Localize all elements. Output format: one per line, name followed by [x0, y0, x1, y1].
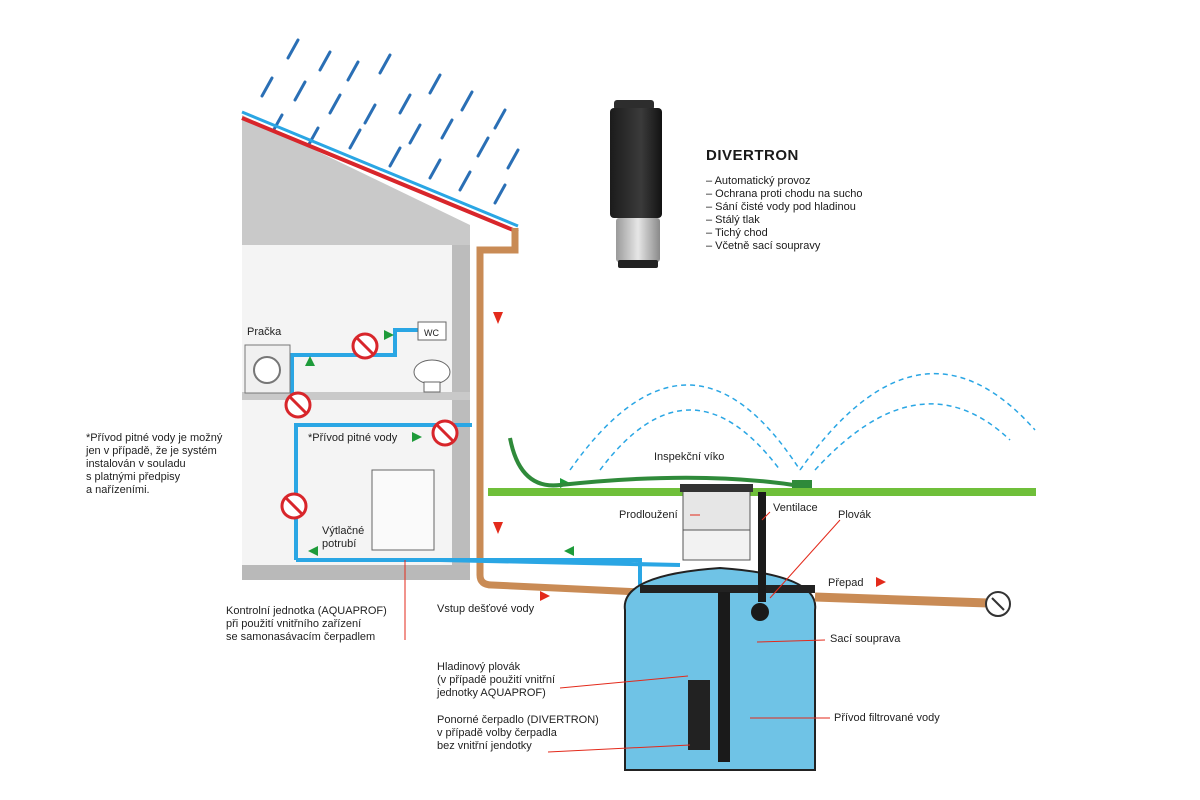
toilet: [413, 321, 451, 393]
label-wc: WC: [424, 328, 439, 338]
feature-item: – Sání čisté vody pod hladinou: [706, 201, 856, 213]
label-vytlacne: Výtlačné potrubí: [322, 525, 365, 550]
no-drinking-water-signs: [280, 332, 459, 520]
leader-lines: [404, 511, 841, 753]
product-features: – Automatický provoz – Ochrana proti cho…: [706, 175, 863, 253]
label-plovak: Plovák: [838, 509, 872, 521]
label-pracka: Pračka: [247, 326, 282, 338]
sprinkler: [792, 480, 812, 488]
garden-hose: [508, 437, 801, 488]
label-saci: Sací souprava: [830, 633, 901, 645]
downpipe: [476, 228, 641, 596]
label-ventilace: Ventilace: [773, 502, 818, 514]
backflow-valve-icon: [985, 591, 1011, 617]
feature-item: – Automatický provoz: [706, 175, 811, 187]
label-note: *Přívod pitné vody je možný jen v případ…: [86, 432, 223, 496]
overflow-pipe: [814, 592, 989, 608]
label-prepad: Přepad: [828, 577, 864, 589]
sprinkler-spray: [569, 372, 1036, 471]
label-prodlouzeni: Prodloužení: [619, 509, 678, 521]
label-inspekcni: Inspekční víko: [654, 451, 725, 463]
label-hladinovy: Hladinový plovák (v případě použití vnit…: [437, 661, 556, 699]
rain-drops: [260, 38, 520, 205]
feature-item: – Ochrana proti chodu na sucho: [706, 188, 863, 200]
feature-item: – Stálý tlak: [706, 214, 760, 226]
feature-item: – Včetně sací soupravy: [706, 240, 821, 252]
rainwater-tank: [623, 484, 817, 771]
label-kontrolni: Kontrolní jednotka (AQUAPROF) při použit…: [226, 605, 387, 643]
washing-machine: [244, 344, 291, 394]
feature-item: – Tichý chod: [706, 227, 768, 239]
label-vstup: Vstup dešťové vody: [437, 603, 535, 615]
flow-arrows-red: [493, 312, 886, 601]
label-privod-pitne: *Přívod pitné vody: [308, 432, 398, 444]
label-ponorne: Ponorné čerpadlo (DIVERTRON) v případě v…: [437, 714, 599, 752]
product-title: DIVERTRON: [706, 147, 799, 164]
aquaprof-unit: [371, 469, 435, 551]
divertron-pump-image: [610, 100, 666, 268]
label-privod-filtr: Přívod filtrované vody: [834, 712, 940, 724]
